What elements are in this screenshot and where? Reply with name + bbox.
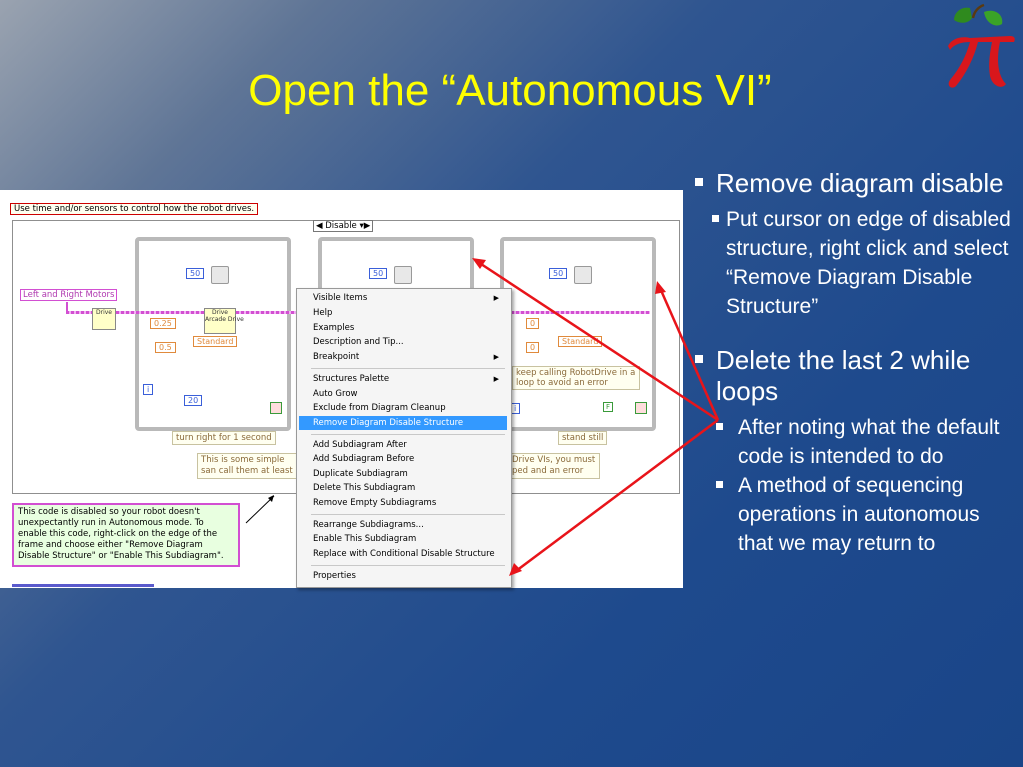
turn-right-label: turn right for 1 second	[172, 431, 276, 445]
reference-wire-vertical	[66, 302, 68, 314]
apple-pi-logo-icon	[948, 3, 1015, 88]
const-20[interactable]: 20	[184, 395, 203, 406]
menu-item-exclude-cleanup[interactable]: Exclude from Diagram Cleanup	[313, 403, 446, 413]
header-comment: Use time and/or sensors to control how t…	[10, 203, 259, 215]
menu-separator	[311, 565, 505, 566]
menu-item-description[interactable]: Description and Tip...	[313, 337, 404, 347]
wait-ms-icon-3[interactable]	[574, 266, 592, 284]
drive-vis-label: Drive VIs, you must ped and an error	[508, 453, 600, 479]
menu-item-delete-subdiagram[interactable]: Delete This Subdiagram	[313, 483, 416, 493]
dropdown-icon[interactable]: ▾▶	[359, 221, 371, 231]
menu-item-visible-items[interactable]: Visible Items▶	[313, 293, 499, 303]
wait-ms-icon-2[interactable]	[394, 266, 412, 284]
const-0-25[interactable]: 0.25	[150, 318, 176, 329]
menu-item-structures-palette[interactable]: Structures Palette▶	[313, 374, 499, 384]
standard-enum-1[interactable]: Standard	[193, 336, 238, 347]
arcade-drive-node-1[interactable]: Drive Arcade Drive	[204, 308, 244, 334]
stand-still-label: stand still	[558, 431, 608, 445]
slide-title: Open the “Autonomous VI”	[248, 66, 772, 115]
menu-item-add-subdiagram-after[interactable]: Add Subdiagram After	[313, 440, 407, 450]
menu-item-breakpoint[interactable]: Breakpoint▶	[313, 352, 499, 362]
context-menu[interactable]: Visible Items▶ Help Examples Description…	[296, 288, 512, 588]
disable-selector[interactable]: ◀ Disable ▾▶	[313, 220, 374, 232]
bullet-remove-disable: Remove diagram disable	[690, 168, 1020, 199]
menu-item-examples[interactable]: Examples	[313, 323, 355, 333]
disabled-note: This code is disabled so your robot does…	[12, 503, 240, 567]
menu-item-auto-grow[interactable]: Auto Grow	[313, 389, 358, 399]
menu-separator	[311, 514, 505, 515]
menu-item-remove-diagram-disable[interactable]: Remove Diagram Disable Structure	[299, 416, 507, 430]
menu-separator	[311, 434, 505, 435]
motors-label: Left and Right Motors	[20, 289, 118, 301]
menu-item-properties[interactable]: Properties	[313, 571, 356, 581]
menu-item-enable-subdiagram[interactable]: Enable This Subdiagram	[313, 534, 417, 544]
submenu-arrow-icon: ▶	[493, 375, 499, 383]
submenu-arrow-icon: ▶	[493, 353, 499, 361]
prev-subdiagram-icon[interactable]: ◀	[316, 221, 323, 231]
wait-const-2[interactable]: 50	[369, 268, 388, 279]
const-0-a[interactable]: 0	[526, 318, 540, 329]
menu-item-add-subdiagram-before[interactable]: Add Subdiagram Before	[313, 454, 415, 464]
note-pointer-arrow-icon	[245, 495, 275, 524]
menu-item-replace-conditional[interactable]: Replace with Conditional Disable Structu…	[313, 549, 495, 559]
bool-false-const[interactable]: F	[603, 402, 614, 412]
stop-terminal-1[interactable]	[270, 402, 282, 414]
menu-item-help[interactable]: Help	[313, 308, 333, 318]
sub-bullet-sequencing: A method of sequencing operations in aut…	[690, 471, 1020, 558]
drive-node[interactable]: Drive	[92, 308, 116, 330]
keep-calling-label: keep calling RobotDrive in a loop to avo…	[512, 366, 640, 390]
slide-bullets: Remove diagram disable Put cursor on edg…	[690, 168, 1020, 558]
stop-terminal-3[interactable]	[635, 402, 647, 414]
wait-ms-icon[interactable]	[211, 266, 229, 284]
menu-item-duplicate-subdiagram[interactable]: Duplicate Subdiagram	[313, 469, 408, 479]
submenu-arrow-icon: ▶	[493, 294, 499, 302]
bullet-delete-loops: Delete the last 2 while loops	[690, 345, 1020, 407]
wait-const-1[interactable]: 50	[186, 268, 205, 279]
standard-enum-2[interactable]: Standard	[558, 336, 603, 347]
scrollbar-hint[interactable]	[12, 584, 154, 587]
sub-bullet-noting: After noting what the default code is in…	[690, 413, 1020, 471]
menu-item-remove-empty-subdiagrams[interactable]: Remove Empty Subdiagrams	[313, 498, 437, 508]
menu-item-rearrange-subdiagrams[interactable]: Rearrange Subdiagrams...	[313, 520, 424, 530]
wait-const-3[interactable]: 50	[549, 268, 568, 279]
const-0-b[interactable]: 0	[526, 342, 540, 353]
simple-sample-label: This is some simple san call them at lea…	[197, 453, 301, 479]
menu-separator	[311, 368, 505, 369]
loop-iteration-1: i	[143, 384, 154, 395]
sub-bullet-cursor: Put cursor on edge of disabled structure…	[690, 205, 1020, 321]
const-0-5[interactable]: 0.5	[155, 342, 176, 353]
